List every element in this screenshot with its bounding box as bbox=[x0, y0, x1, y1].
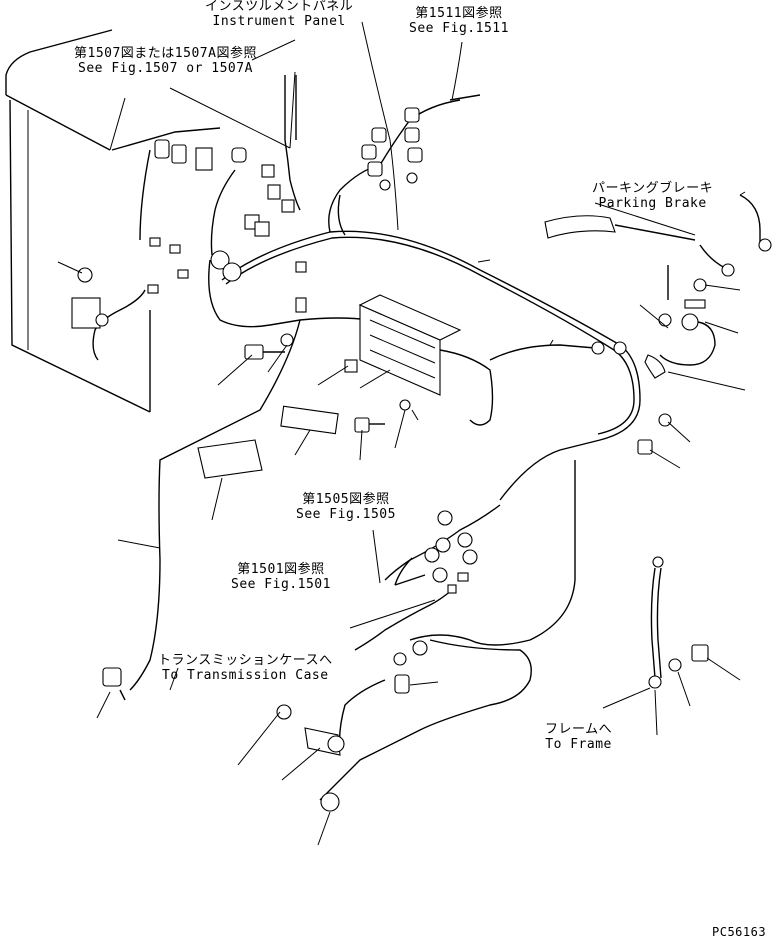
instrument-panel-label: インスツルメントパネル Instrument Panel bbox=[205, 0, 353, 29]
main-harness bbox=[92, 75, 641, 801]
bolts-washers bbox=[71, 267, 709, 812]
fig1505-connectors bbox=[354, 510, 478, 651]
fig1511-connectors bbox=[361, 94, 481, 191]
frame-label: フレームへ To Frame bbox=[545, 722, 612, 752]
leader-lines bbox=[57, 21, 746, 846]
ref-1505-label-jp: 第1505図参照 bbox=[302, 492, 390, 507]
fuse-box bbox=[197, 294, 462, 479]
transmission-case-label-jp: トランスミッションケースへ bbox=[158, 653, 333, 668]
instrument-panel-housing bbox=[5, 29, 221, 413]
lower-harness bbox=[119, 640, 428, 701]
drawing-number: PC56163 bbox=[712, 925, 767, 939]
instrument-panel-label-jp: インスツルメントパネル bbox=[205, 0, 354, 14]
parking-brake-label-jp: パーキングブレーキ bbox=[592, 181, 714, 196]
frame-label-en: To Frame bbox=[545, 737, 612, 752]
frame-label-jp: フレームへ bbox=[545, 722, 613, 737]
ref-1511-label: 第1511図参照 See Fig.1511 bbox=[409, 6, 509, 36]
parking-brake-assembly bbox=[544, 194, 772, 379]
ref-1511-label-jp: 第1511図参照 bbox=[415, 6, 503, 21]
transmission-case-label: トランスミッションケースへ To Transmission Case bbox=[158, 653, 333, 683]
ref-1507-label: 第1507図または1507A図参照 See Fig.1507 or 1507A bbox=[74, 46, 257, 76]
frame-ground-cable bbox=[648, 556, 664, 689]
ref-1505-label: 第1505図参照 See Fig.1505 bbox=[296, 492, 396, 522]
ref-1501-label: 第1501図参照 See Fig.1501 bbox=[231, 562, 331, 592]
ref-1507-label-jp: 第1507図または1507A図参照 bbox=[74, 46, 257, 61]
ref-1511-label-en: See Fig.1511 bbox=[409, 21, 509, 36]
instrument-panel-label-en: Instrument Panel bbox=[212, 14, 346, 29]
ref-1507-label-en: See Fig.1507 or 1507A bbox=[78, 61, 253, 76]
parking-brake-label: パーキングブレーキ Parking Brake bbox=[592, 181, 713, 211]
ref-1505-label-en: See Fig.1505 bbox=[296, 507, 396, 522]
ref-1501-label-en: See Fig.1501 bbox=[231, 577, 331, 592]
ref-1501-label-jp: 第1501図参照 bbox=[237, 562, 325, 577]
parking-brake-label-en: Parking Brake bbox=[598, 196, 707, 211]
panel-connectors bbox=[147, 139, 307, 313]
transmission-case-label-en: To Transmission Case bbox=[162, 668, 329, 683]
